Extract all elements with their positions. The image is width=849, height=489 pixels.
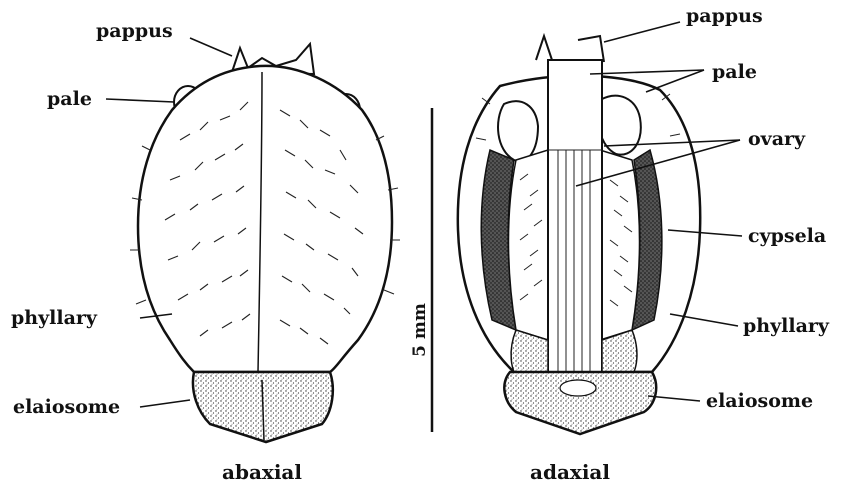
label-adaxial-pale: pale [712,61,757,83]
adaxial-lateral-left [509,150,549,340]
abaxial-phyllary-drawing [138,66,392,372]
abaxial-view [130,44,400,442]
caption-abaxial: abaxial [222,460,302,484]
label-adaxial-elaiosome: elaiosome [706,390,813,412]
label-adaxial-cypsela: cypsela [748,225,826,247]
scale-bar: 5 mm [410,108,432,432]
label-abaxial-elaiosome: elaiosome [13,396,120,418]
adaxial-pappus-drawing [536,36,604,62]
label-adaxial-ovary: ovary [748,128,806,150]
label-adaxial-phyllary: phyllary [743,315,830,337]
adaxial-view [458,36,700,434]
scale-bar-label: 5 mm [410,303,430,357]
adaxial-lateral-right [600,150,640,340]
label-abaxial-pale: pale [47,88,92,110]
label-abaxial-pappus: pappus [96,20,173,42]
label-adaxial-pappus: pappus [686,5,763,27]
adaxial-pale-left-drawing [498,101,538,161]
caption-adaxial: adaxial [530,460,610,484]
label-abaxial-phyllary: phyllary [11,307,98,329]
adaxial-ovary-drawing [548,60,602,380]
